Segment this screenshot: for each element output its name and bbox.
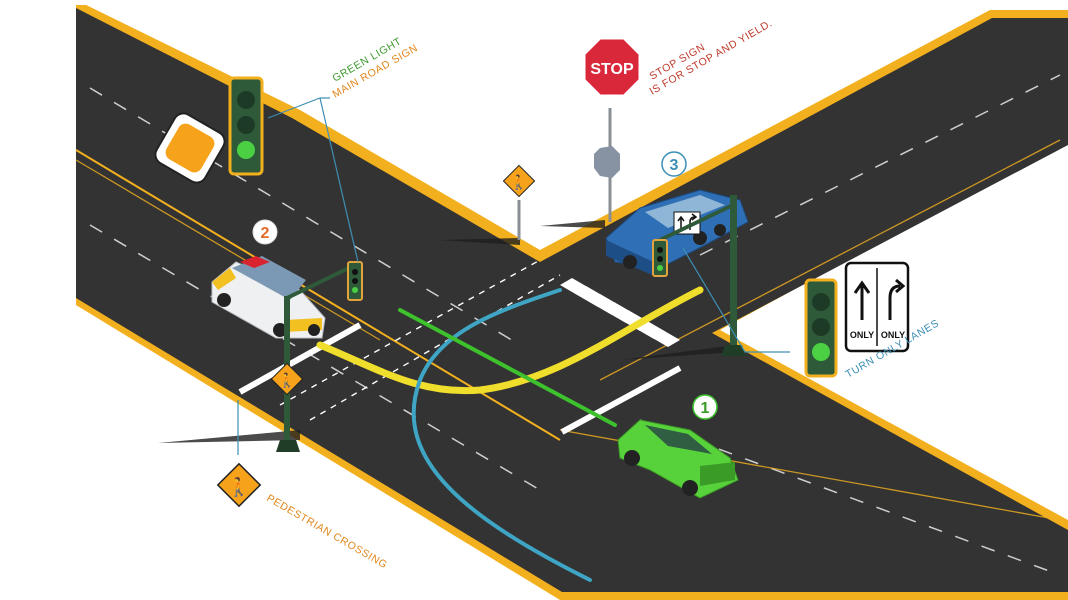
road-network: [76, 5, 1068, 600]
stop-sign-post: [594, 108, 620, 222]
callout-lines: [237, 97, 790, 455]
traffic-light-big-right: [804, 278, 838, 378]
pedestrian-sign-bottom-icon: 🚶: [216, 462, 262, 508]
blue-path: [411, 288, 592, 582]
svg-text:🚶: 🚶: [510, 174, 527, 191]
marker-3-text: 3: [670, 157, 679, 174]
svg-text:IS FOR STOP AND YIELD.: IS FOR STOP AND YIELD.: [648, 17, 775, 97]
label-stop-sign-yield: IS FOR STOP AND YIELD.: [648, 17, 775, 97]
only-left-text: ONLY: [850, 330, 874, 340]
marker-1: 1: [692, 394, 718, 420]
stop-sign-text: STOP: [590, 61, 634, 78]
main-road-sign-icon: [154, 112, 226, 184]
svg-text:🚶: 🚶: [278, 372, 295, 389]
car-2-white: [211, 256, 326, 339]
only-right-text: ONLY: [881, 330, 905, 340]
pedestrian-sign-left-icon: 🚶: [270, 362, 304, 396]
car-1-green: [617, 419, 739, 499]
turn-only-sign-icon: ONLY ONLY: [844, 261, 910, 353]
shadows: [158, 220, 735, 443]
marker-2: 2: [252, 219, 278, 245]
yellow-path: [316, 286, 704, 395]
marker-3: 3: [661, 151, 687, 177]
traffic-light-big-left: [228, 76, 264, 176]
car-3-blue: [605, 189, 749, 278]
stop-lines: [238, 322, 682, 435]
svg-text:🚶: 🚶: [228, 476, 250, 498]
marker-2-text: 2: [261, 225, 270, 242]
svg-text:PEDESTRIAN CROSSING: PEDESTRIAN CROSSING: [265, 492, 390, 571]
stop-sign-icon: STOP: [582, 36, 642, 98]
turn-paths: [316, 286, 704, 582]
road-asphalt: [76, 8, 1068, 592]
green-path: [398, 308, 617, 427]
traffic-light-right-pole: [652, 195, 746, 356]
marker-1-text: 1: [701, 400, 710, 417]
pedestrian-sign-top-icon: 🚶: [502, 164, 536, 240]
label-pedestrian-crossing: PEDESTRIAN CROSSING: [265, 492, 390, 571]
